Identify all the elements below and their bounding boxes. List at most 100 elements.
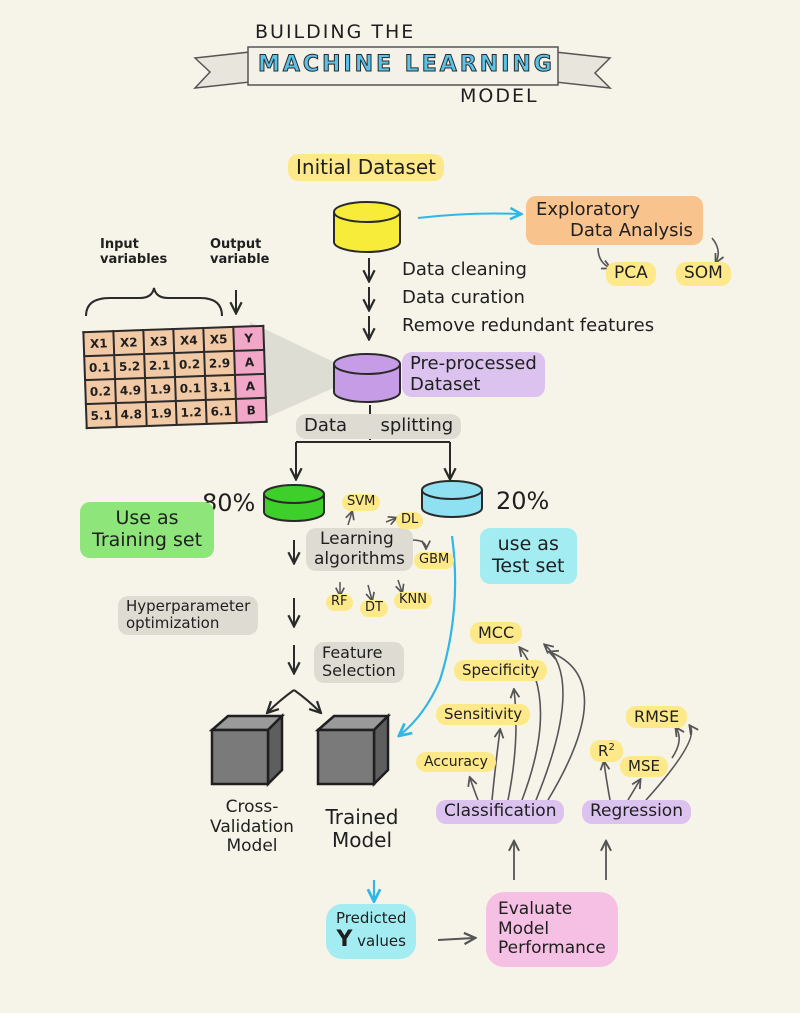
arrow-to-eda bbox=[417, 214, 520, 219]
arrow-test-to-model bbox=[400, 535, 457, 735]
title-line-1: BUILDING THE bbox=[255, 21, 416, 43]
table-cell-y: A bbox=[234, 349, 265, 375]
table-cell: 5.2 bbox=[114, 354, 146, 380]
som-label: SOM bbox=[676, 262, 731, 286]
training-set-box: Use as Training set bbox=[80, 502, 215, 558]
hyperparameter-line-1: Hyperparameter bbox=[126, 597, 251, 615]
training-pipeline-arrows bbox=[268, 540, 320, 712]
metric-r2-base: R bbox=[598, 742, 609, 760]
learning-algorithms-box: Learning algorithms bbox=[306, 528, 413, 572]
algo-knn: KNN bbox=[394, 592, 432, 609]
input-variables-line-1: Input bbox=[100, 237, 139, 252]
feature-line-1: Feature bbox=[322, 643, 383, 662]
trained-line-1: Trained bbox=[325, 805, 399, 829]
regression-metric-arrows bbox=[604, 726, 692, 801]
table-header-cell-y: Y bbox=[233, 325, 265, 351]
algo-dt: DT bbox=[360, 600, 388, 617]
feature-line-2: Selection bbox=[322, 661, 396, 681]
preprocessed-box: Pre-processed Dataset bbox=[402, 352, 545, 398]
learning-line-1: Learning bbox=[320, 529, 394, 549]
table-header-cell: X5 bbox=[203, 326, 235, 352]
table-cell: 6.1 bbox=[205, 398, 237, 424]
table-cell: 0.2 bbox=[85, 379, 116, 405]
table-cell: 0.1 bbox=[175, 375, 206, 401]
table-cell: 4.9 bbox=[115, 378, 146, 404]
metric-r2-exponent: 2 bbox=[608, 742, 615, 753]
feature-selection-box: Feature Selection bbox=[314, 642, 404, 683]
pca-label: PCA bbox=[606, 262, 656, 286]
table-cell: 5.1 bbox=[85, 403, 117, 429]
output-variable-line-1: Output bbox=[210, 237, 262, 252]
metric-accuracy: Accuracy bbox=[416, 752, 496, 773]
algo-dl: DL bbox=[396, 512, 424, 529]
predicted-y-symbol: Y bbox=[336, 927, 353, 953]
table-row: 5.1 4.8 1.9 1.2 6.1 B bbox=[85, 397, 267, 429]
preprocessed-line-2: Dataset bbox=[410, 373, 481, 395]
title-line-3: MODEL bbox=[460, 85, 539, 107]
table-cell: 0.2 bbox=[174, 351, 205, 377]
data-splitting-word-2: splitting bbox=[380, 415, 454, 436]
metric-rmse: RMSE bbox=[626, 706, 688, 729]
step-remove-redundant: Remove redundant features bbox=[402, 315, 655, 336]
trained-model-cube-icon bbox=[314, 712, 392, 788]
eda-box: Exploratory Data Analysis bbox=[526, 196, 703, 246]
test-set-line-1: use as bbox=[497, 533, 559, 555]
evaluate-line-2: Model bbox=[498, 918, 550, 939]
evaluate-box: Evaluate Model Performance bbox=[486, 892, 618, 967]
table-header-cell: X3 bbox=[143, 329, 175, 355]
cv-line-1: Cross- bbox=[225, 797, 279, 817]
training-db-icon bbox=[263, 484, 325, 522]
algo-rf: RF bbox=[326, 594, 353, 611]
algo-svm: SVM bbox=[342, 494, 381, 511]
eda-line-1: Exploratory bbox=[536, 199, 641, 220]
training-set-line-1: Use as bbox=[115, 507, 179, 529]
step-data-curation: Data curation bbox=[402, 287, 525, 308]
table-header-cell: X4 bbox=[173, 327, 205, 354]
input-variables-line-2: variables bbox=[100, 251, 168, 267]
eda-line-2: Data Analysis bbox=[570, 219, 693, 241]
output-variable-label: Output variable bbox=[210, 237, 270, 268]
preprocessed-line-1: Pre-processed bbox=[410, 353, 537, 374]
cv-line-2: Validation bbox=[210, 816, 294, 837]
step-data-cleaning: Data cleaning bbox=[402, 259, 527, 280]
initial-dataset-db-icon bbox=[333, 201, 401, 253]
table-cell: 1.9 bbox=[145, 400, 177, 427]
preprocessed-db-icon bbox=[333, 353, 401, 403]
table-cell: 2.1 bbox=[144, 353, 175, 379]
table-cell-y: B bbox=[235, 397, 267, 423]
table-header-cell: X2 bbox=[113, 330, 145, 356]
table-cell-y: A bbox=[234, 373, 266, 399]
algo-gbm: GBM bbox=[414, 552, 455, 569]
table-cell: 1.9 bbox=[145, 377, 176, 403]
test-set-line-2: Test set bbox=[492, 554, 565, 577]
predicted-line-1: Predicted bbox=[336, 909, 407, 927]
metric-mse: MSE bbox=[620, 756, 668, 778]
cross-validation-cube-icon bbox=[208, 712, 286, 788]
cross-validation-label: Cross- Validation Model bbox=[200, 797, 304, 857]
zoom-funnel bbox=[250, 322, 340, 425]
hyperparameter-line-2: optimization bbox=[126, 614, 220, 633]
test-percent: 20% bbox=[496, 487, 550, 515]
output-variable-line-2: variable bbox=[210, 251, 270, 267]
input-variables-label: Input variables bbox=[100, 237, 168, 268]
table-cell: 1.2 bbox=[175, 399, 207, 425]
arrow-predicted-to-evaluate bbox=[437, 938, 474, 940]
table-cell: 0.1 bbox=[84, 355, 116, 381]
arrow-eda-to-som bbox=[711, 237, 718, 262]
learning-line-2: algorithms bbox=[314, 548, 405, 569]
evaluate-line-1: Evaluate bbox=[498, 899, 573, 919]
regression-label: Regression bbox=[582, 800, 691, 824]
metric-r2: R2 bbox=[590, 740, 623, 763]
trained-model-label: Trained Model bbox=[314, 806, 410, 852]
evaluate-line-3: Performance bbox=[498, 938, 606, 959]
title-line-2: MACHINE LEARNING bbox=[258, 51, 555, 77]
metric-specificity: Specificity bbox=[454, 660, 548, 682]
data-splitting-label: Data splitting bbox=[296, 414, 462, 439]
table-cell: 3.1 bbox=[204, 374, 236, 400]
algorithm-arrows bbox=[340, 512, 426, 600]
metric-sensitivity: Sensitivity bbox=[436, 704, 531, 726]
test-set-box: use as Test set bbox=[480, 528, 577, 584]
dataset-table: X1 X2 X3 X4 X5 Y 0.1 5.2 2.1 0.2 2.9 A 0… bbox=[82, 324, 268, 430]
training-set-line-2: Training set bbox=[92, 528, 203, 551]
